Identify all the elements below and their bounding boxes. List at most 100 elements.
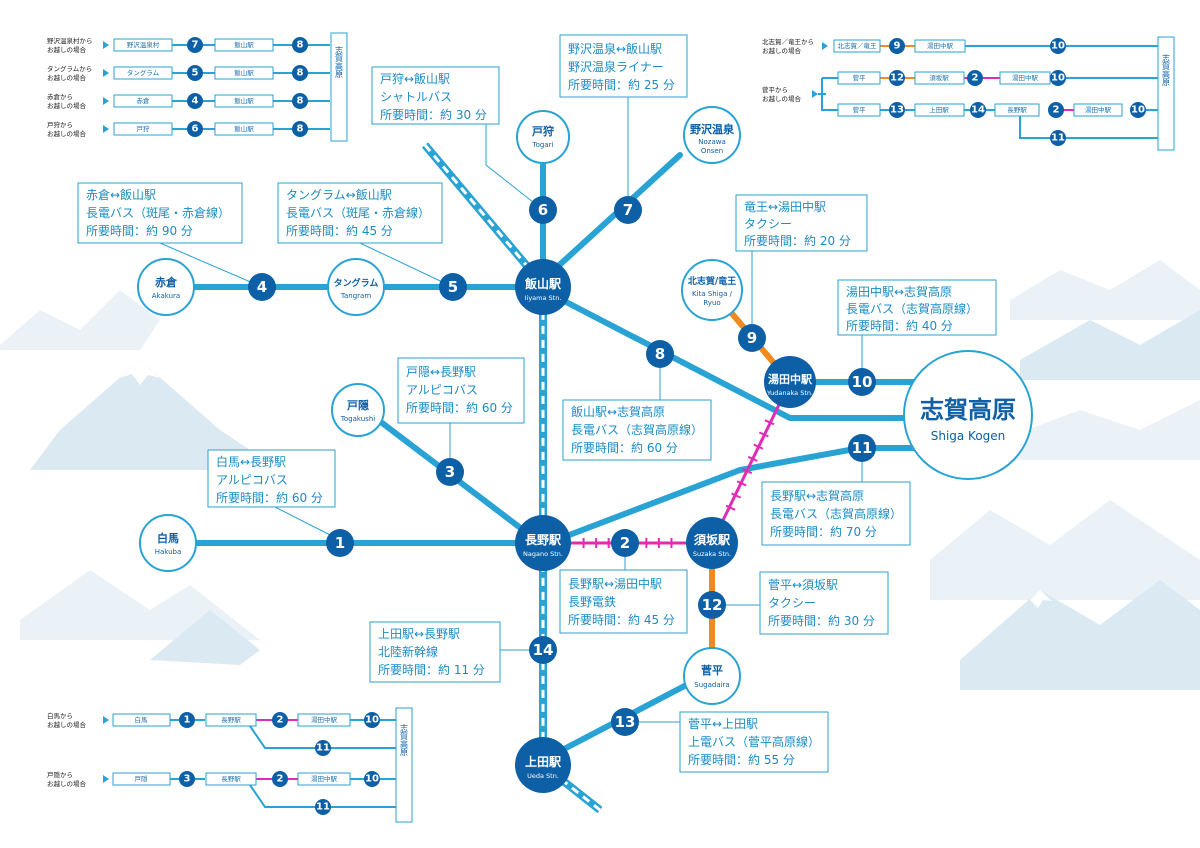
svg-text:菅平: 菅平 [853,73,867,82]
route-num-12[interactable]: 12 [698,591,726,619]
route-num-3[interactable]: 3 [436,458,464,486]
svg-text:2: 2 [277,774,284,785]
route-num-4[interactable]: 4 [248,273,276,301]
legend-tr-row2b-r2: 14 [970,102,986,118]
svg-text:10: 10 [1131,105,1145,116]
legend-tl-row3-r1: 4 [187,93,203,109]
legend-tr-row2b-r3: 2 [1048,102,1064,118]
route-num-6[interactable]: 6 [529,196,557,224]
hub-yudanaka[interactable]: 湯田中駅 Yudanaka Stn. [764,356,816,408]
route-num-11-label: 11 [852,439,873,457]
svg-text:2: 2 [1053,105,1060,116]
route-num-14[interactable]: 14 [529,636,557,664]
info-route-10-line1: 湯田中駅↔志賀高原 [846,284,952,299]
route-num-5[interactable]: 5 [439,273,467,301]
info-route-14-line2: 北陸新幹線 [378,644,438,659]
railway-tie [747,455,758,462]
route-num-9[interactable]: 9 [738,324,766,352]
place-hakuba[interactable]: 白馬 Hakuba [139,514,197,572]
svg-text:10: 10 [365,715,379,726]
place-akakura[interactable]: 赤倉 Akakura [137,258,195,316]
svg-text:戸隠: 戸隠 [135,774,149,783]
info-route-12-line2: タクシー [768,596,816,610]
place-shiga-kogen[interactable]: 志賀高原 Shiga Kogen [903,350,1033,480]
hub-yudanaka-name: 湯田中駅 [768,372,812,386]
railway-tie [764,419,775,426]
place-hakuba-name: 白馬 [157,531,179,545]
place-togari-roman: Togari [532,141,554,149]
place-sugadaira[interactable]: 菅平 Sugadaira [683,647,741,705]
info-route-1-line2: アルピコバス [216,473,288,487]
arrow-icon [103,41,109,49]
place-kitashiga-roman1: Kita Shiga / [692,290,733,298]
legend-tr-row1-from2: お越しの場合 [762,46,802,55]
hub-ueda-roman: Ueda Stn. [527,772,559,780]
route-num-2-label: 2 [620,534,630,552]
svg-text:長野駅: 長野駅 [1007,106,1027,114]
place-nozawa[interactable]: 野沢温泉 Nozawa Onsen [683,106,741,164]
legend-tr-row2a-mid2: 湯田中駅 [999,71,1051,85]
hub-ueda[interactable]: 上田駅 Ueda Stn. [515,737,571,793]
route-num-3-label: 3 [445,463,455,481]
place-hakuba-roman: Hakuba [155,548,182,556]
place-tangram[interactable]: タングラム Tangram [327,258,385,316]
svg-text:長野駅: 長野駅 [221,716,241,724]
legend-tl-row1-mid: 飯山駅 [214,38,274,52]
svg-text:野沢温泉村: 野沢温泉村 [127,40,160,49]
legend-bl-row2-r1: 3 [179,771,195,787]
legend-tr-row2b-r4: 10 [1130,102,1146,118]
info-route-3-line2: アルピコバス [406,383,478,397]
svg-text:10: 10 [1051,41,1065,52]
info-route-7: 野沢温泉↔飯山駅 野沢温泉ライナー 所要時間：約 25 分 [559,34,688,98]
info-route-13: 菅平↔上田駅 上電バス（菅平高原線） 所要時間：約 55 分 [679,711,829,773]
place-akakura-roman: Akakura [152,292,180,300]
info-route-11-line3: 所要時間：約 70 分 [770,524,877,539]
place-togari[interactable]: 戸狩 Togari [516,110,570,164]
place-togakushi[interactable]: 戸隠 Togakushi [331,383,385,437]
railway-tie [731,492,742,499]
legend-tl-row4-from2: お越しの場合 [47,129,87,138]
route-num-11[interactable]: 11 [848,434,876,462]
place-nozawa-roman1: Nozawa [698,138,726,146]
route-num-13[interactable]: 13 [611,708,639,736]
svg-text:飯山駅: 飯山駅 [234,40,254,49]
route-num-7[interactable]: 7 [614,196,642,224]
hub-nagano[interactable]: 長野駅 Nagano Stn. [515,515,571,571]
hub-suzaka[interactable]: 須坂駅 Suzaka Stn. [686,517,738,569]
legend-tl-row1-r1: 7 [187,37,203,53]
route-num-8[interactable]: 8 [646,340,674,368]
legend-tr-row2b-r1: 13 [889,102,905,118]
place-kitashiga[interactable]: 北志賀/竜王 Kita Shiga / Ryuo [681,259,743,321]
svg-text:湯田中駅: 湯田中駅 [927,41,954,50]
legend-tl-row-2: タングラムから お越しの場合 タングラム 5 飯山駅 8 [47,64,330,82]
svg-text:菅平: 菅平 [853,105,867,114]
route-num-9-label: 9 [747,329,757,347]
legend-tr-row1-from1: 北志賀／竜王から [762,37,814,46]
legend-tr-row2b-r5: 11 [1050,130,1066,146]
route-num-1[interactable]: 1 [326,529,354,557]
legend-tl-row2-mid: 飯山駅 [214,66,274,80]
info-route-5-line3: 所要時間：約 45 分 [286,223,393,238]
info-route-6: 戸狩↔飯山駅 シャトルバス 所要時間：約 30 分 [371,66,500,125]
info-route-1: 白馬↔長野駅 アルピコバス 所要時間：約 60 分 [207,449,336,508]
hub-suzaka-roman: Suzaka Stn. [693,550,731,558]
route-num-2[interactable]: 2 [611,529,639,557]
legend-tl-row4-start: 戸狩 [113,122,173,136]
info-route-3: 戸隠↔長野駅 アルピコバス 所要時間：約 60 分 [397,357,525,424]
place-togari-name: 戸狩 [532,124,554,138]
info-route-12: 菅平↔須坂駅 タクシー 所要時間：約 30 分 [759,571,889,635]
info-route-3-line3: 所要時間：約 60 分 [406,400,513,415]
info-route-6-line3: 所要時間：約 30 分 [380,107,487,122]
info-route-4-line2: 長電バス（斑尾・赤倉線） [86,205,230,220]
info-route-4: 赤倉↔飯山駅 長電バス（斑尾・赤倉線） 所要時間：約 90 分 [77,182,243,244]
legend-tl-dest: 志賀高原 [330,32,348,142]
route-num-10[interactable]: 10 [848,368,876,396]
svg-text:14: 14 [971,105,985,116]
legend-bl-row1-from2: お越しの場合 [47,720,87,729]
legend-tr-row1-r1: 9 [889,38,905,54]
hub-iiyama[interactable]: 飯山駅 Iiyama Stn. [515,259,571,315]
legend-bl-row-2: 戸隠から お越しの場合 戸隠 3 長野駅 2 湯田中駅 10 11 [47,770,396,815]
svg-text:11: 11 [1051,133,1065,144]
legend-top-left: 野沢温泉村から お越しの場合 野沢温泉村 7 飯山駅 8 タングラムから お越し… [47,32,348,142]
hub-iiyama-roman: Iiyama Stn. [525,294,562,302]
